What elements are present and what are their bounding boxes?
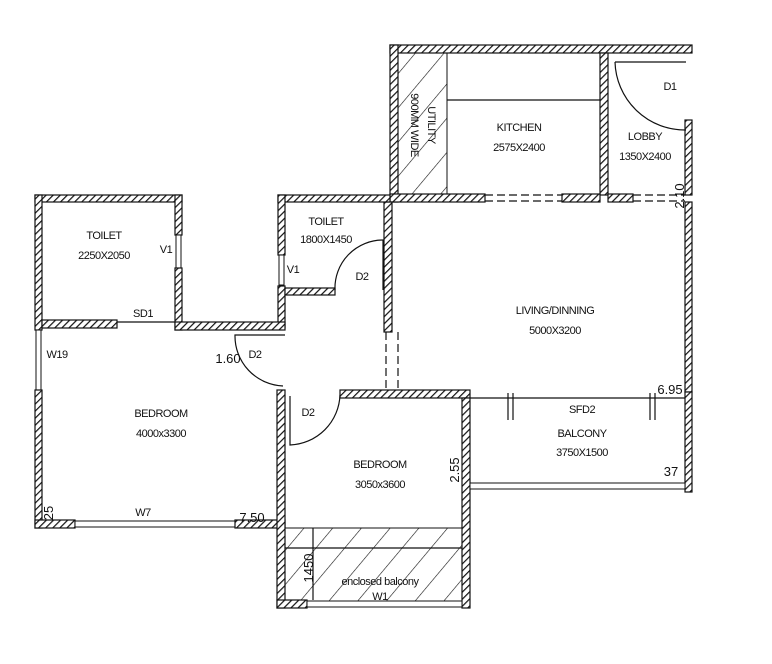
toilet2-label: TOILET [308,216,344,228]
lobby-label: LOBBY [628,131,663,143]
dim-7-50: 7.50 [239,510,264,525]
door-swings [234,61,687,600]
toilet2-size: 1800X1450 [300,234,352,246]
bedroom1-size: 4000x3300 [136,428,186,440]
toilet1-size: 2250X2050 [78,250,130,262]
lobby-size: 1350X2400 [619,151,671,163]
dim-1450: 1450 [301,554,316,583]
bedroom2-size: 3050x3600 [355,479,405,491]
dim-2-10: 2.10 [672,183,687,208]
enclosed-balcony-tag: W1 [372,591,388,603]
dim-37: 37 [664,464,678,479]
living-size: 5000X3200 [529,325,581,337]
tag-sd1: SD1 [133,308,153,320]
tag-v1-left: V1 [160,244,173,256]
balcony-label: BALCONY [557,428,607,440]
tag-w7: W7 [135,507,151,519]
utility-sublabel: UTILITY [425,106,437,145]
enclosed-balcony-area [284,527,464,607]
dim-25: 25 [41,506,56,520]
kitchen-size: 2575X2400 [493,142,545,154]
toilet1-label: TOILET [86,230,122,242]
living-label: LIVING/DINNING [516,305,595,317]
dim-1-60: 1.60 [215,351,240,366]
tag-sfd2: SFD2 [569,404,596,416]
bedroom2-label: BEDROOM [353,459,407,471]
dim-6-95: 6.95 [657,382,682,397]
bedroom1-label: BEDROOM [134,408,188,420]
tag-d2-corridor: D2 [248,349,261,361]
tag-w19: W19 [46,349,68,361]
kitchen-label: KITCHEN [497,122,542,134]
enclosed-balcony-label: enclosed balcony [341,576,419,588]
tag-d2-toilet: D2 [355,271,368,283]
tag-d2-bedroom: D2 [301,407,314,419]
balcony-size: 3750X1500 [556,447,608,459]
dim-2-55: 2.55 [447,457,462,482]
tag-v1-mid: V1 [287,264,300,276]
utility-label: 900MM WIDE [408,93,420,157]
tag-d1: D1 [663,81,676,93]
utility-area [396,51,448,196]
walls [34,44,693,609]
